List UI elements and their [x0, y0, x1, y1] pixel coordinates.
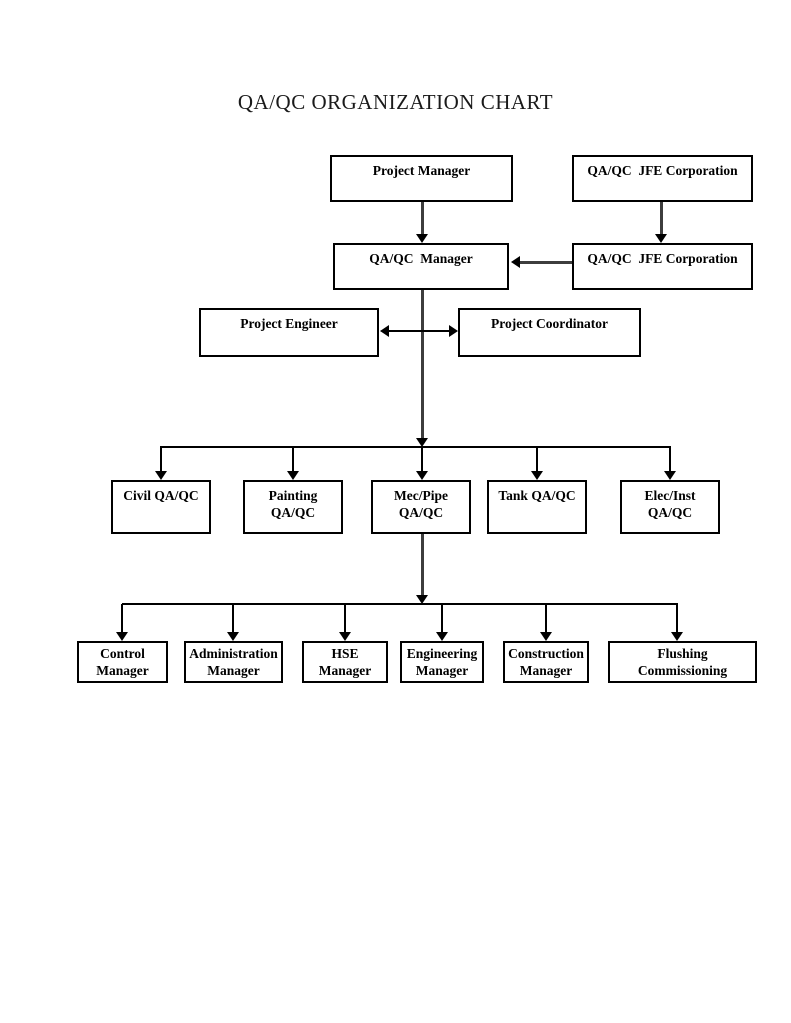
connector-mec-to-branch-line: [421, 534, 424, 595]
node-tank-qaqc: Tank QA/QC: [487, 480, 587, 534]
arrowhead-down-pm-to-manager-icon: [416, 234, 428, 243]
node-project-engineer: Project Engineer: [199, 308, 379, 357]
connector-pm-to-manager-line: [421, 202, 424, 235]
node-qaqc-manager: QA/QC Manager: [333, 243, 509, 290]
arrowhead-down-mec-pipe-icon: [416, 471, 428, 480]
branch-drop-flushing-line: [676, 604, 678, 632]
branch-drop-mec-pipe-line: [421, 448, 423, 471]
arrowhead-down-civil-icon: [155, 471, 167, 480]
branch-drop-control-line: [121, 604, 123, 632]
node-mec-pipe-qaqc: Mec/Pipe QA/QC: [371, 480, 471, 534]
arrowhead-left-engineer-icon: [380, 325, 389, 337]
node-administration-manager: Administration Manager: [184, 641, 283, 683]
arrowhead-down-engineering-icon: [436, 632, 448, 641]
arrowhead-down-hse-icon: [339, 632, 351, 641]
branch-row5-horizontal-line: [122, 603, 678, 605]
node-engineering-manager: Engineering Manager: [400, 641, 484, 683]
node-painting-qaqc: Painting QA/QC: [243, 480, 343, 534]
connector-jfe-top-to-mid-line: [660, 202, 663, 235]
arrowhead-down-tank-icon: [531, 471, 543, 480]
connector-manager-to-branch-line: [421, 290, 424, 438]
arrowhead-down-manager-to-branch-icon: [416, 438, 428, 447]
node-project-manager: Project Manager: [330, 155, 513, 202]
node-control-manager: Control Manager: [77, 641, 168, 683]
arrowhead-down-administration-icon: [227, 632, 239, 641]
arrowhead-down-jfe-top-to-mid-icon: [655, 234, 667, 243]
branch-row4-horizontal-line: [160, 446, 671, 448]
arrowhead-down-painting-icon: [287, 471, 299, 480]
connector-jfe-to-manager-line: [520, 261, 572, 264]
arrowhead-down-elec-inst-icon: [664, 471, 676, 480]
arrowhead-down-construction-icon: [540, 632, 552, 641]
node-qaqc-jfe-corporation-top: QA/QC JFE Corporation: [572, 155, 753, 202]
arrowhead-left-jfe-to-manager-icon: [511, 256, 520, 268]
branch-drop-construction-line: [545, 604, 547, 632]
arrowhead-down-flushing-icon: [671, 632, 683, 641]
connector-engineer-coordinator-line: [387, 330, 450, 332]
branch-drop-hse-line: [344, 604, 346, 632]
branch-drop-civil-line: [160, 447, 162, 471]
page-title: QA/QC ORGANIZATION CHART: [237, 90, 554, 114]
arrowhead-down-mec-to-branch-icon: [416, 595, 428, 604]
branch-drop-elec-inst-line: [669, 447, 671, 471]
branch-drop-engineering-line: [441, 604, 443, 632]
node-hse-manager: HSE Manager: [302, 641, 388, 683]
node-qaqc-jfe-corporation-mid: QA/QC JFE Corporation: [572, 243, 753, 290]
node-civil-qaqc: Civil QA/QC: [111, 480, 211, 534]
branch-drop-tank-line: [536, 447, 538, 471]
node-elec-inst-qaqc: Elec/Inst QA/QC: [620, 480, 720, 534]
node-flushing-commissioning: Flushing Commissioning: [608, 641, 757, 683]
node-construction-manager: Construction Manager: [503, 641, 589, 683]
arrowhead-right-coordinator-icon: [449, 325, 458, 337]
branch-drop-administration-line: [232, 604, 234, 632]
node-project-coordinator: Project Coordinator: [458, 308, 641, 357]
arrowhead-down-control-icon: [116, 632, 128, 641]
branch-drop-painting-line: [292, 447, 294, 471]
